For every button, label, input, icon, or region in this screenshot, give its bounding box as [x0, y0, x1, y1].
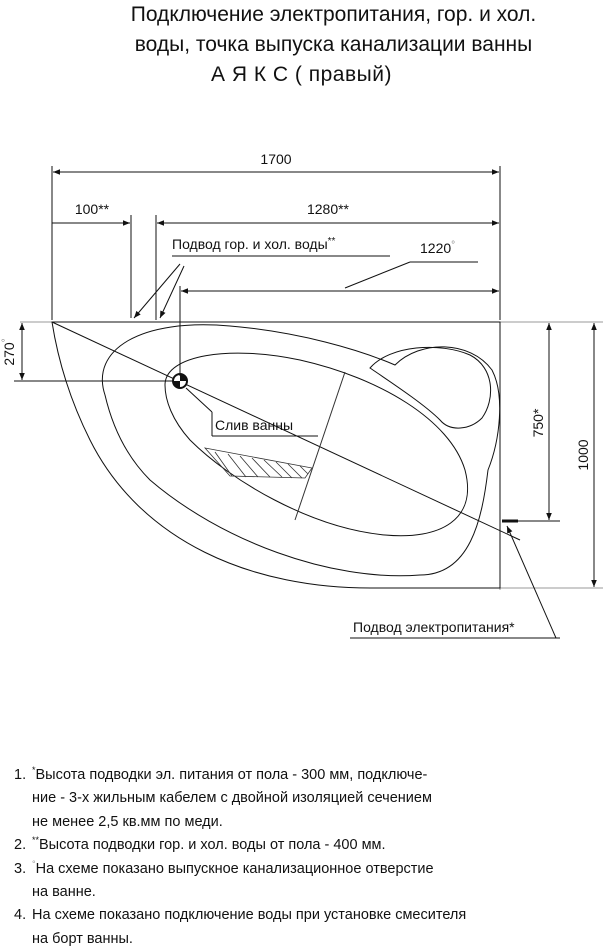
dim-label-1700: 1700 [260, 151, 291, 167]
title-line-1: Подключение электропитания, гор. и хол. [130, 3, 537, 26]
note-3: 3.°На схеме показано выпускное канализац… [14, 858, 434, 901]
dim-label-270: 270° [1, 338, 17, 365]
water-leader-2 [159, 265, 185, 319]
drain-icon [172, 373, 188, 389]
dim-label-1280: 1280** [307, 201, 350, 217]
dim-label-1000: 1000 [575, 439, 591, 470]
note-2: 2.**Высота подводки гор. и хол. воды от … [14, 835, 386, 854]
bath-outer-contour [51, 321, 501, 589]
dim-label-750: 750* [530, 408, 546, 437]
drain-label: Слив ванны [215, 417, 293, 433]
note-1: 1.*Высота подводки эл. питания от пола -… [14, 765, 432, 830]
notes-list: 1.*Высота подводки эл. питания от пола -… [14, 764, 594, 951]
bath-headrest [369, 346, 492, 429]
water-leader-1 [133, 263, 181, 319]
bath-basin [164, 352, 469, 537]
dim-label-100: 100** [75, 201, 110, 217]
bath-layout-drawing: 1700 100** 1280** Подвод гор. и хол. вод… [1, 151, 603, 639]
bath-axis-line [51, 321, 521, 541]
bath-cross-line [294, 371, 346, 521]
title-line-3: А Я К С ( правый) [211, 63, 392, 86]
power-supply-label: Подвод электропитания* [353, 619, 515, 635]
water-supply-label: Подвод гор. и хол. воды** [172, 236, 336, 252]
dim-label-1220: 1220° [420, 240, 455, 256]
power-leader [506, 525, 557, 639]
bath-rim [101, 324, 501, 577]
seat-hatching [203, 447, 313, 479]
diagram-title: Подключение электропитания, гор. и хол. … [0, 0, 603, 90]
note-4: 4.На схеме показано подключение воды при… [14, 907, 467, 947]
title-line-2: воды, точка выпуска канализации ванны [134, 33, 533, 56]
